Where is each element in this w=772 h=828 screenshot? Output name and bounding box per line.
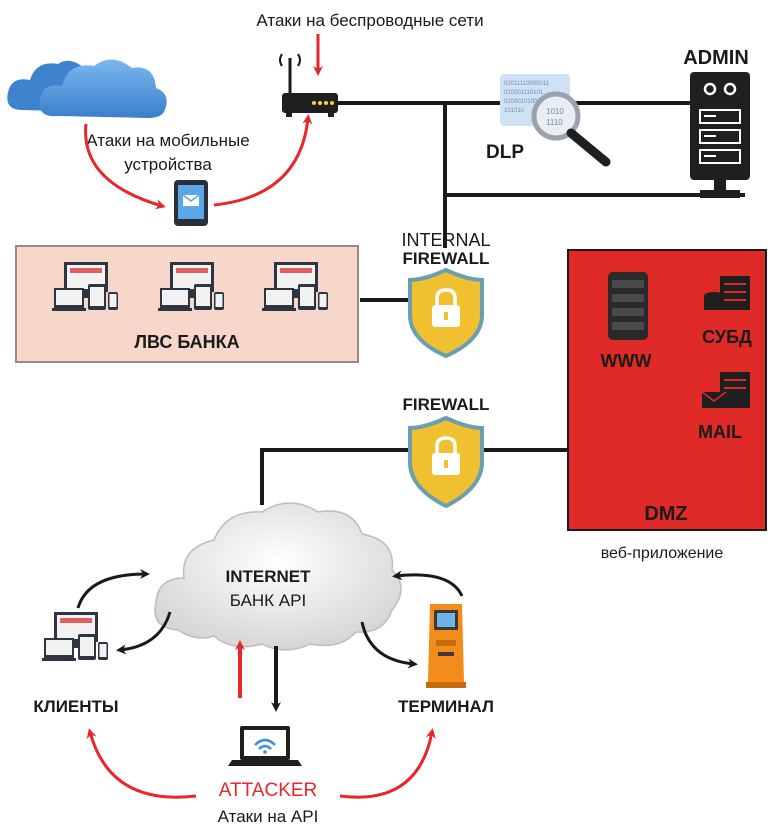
internet-label-line2: БАНК API — [230, 591, 306, 610]
devices-icon — [262, 262, 328, 311]
dbms-label: СУБД — [702, 327, 752, 347]
www-server-icon — [608, 272, 648, 340]
dlp-bits-3: 01000101000 — [504, 99, 541, 105]
api-attack-arrow-right — [339, 728, 436, 799]
api-attacks-label: Атаки на API — [218, 807, 319, 826]
tablet-icon — [174, 180, 208, 226]
arrow-clients-to-cloud — [76, 569, 150, 609]
wireless-attacks-label: Атаки на беспроводные сети — [256, 11, 483, 30]
mobile-attack-arrow-left — [84, 123, 166, 210]
bank-lan-label: ЛВС БАНКА — [134, 332, 239, 352]
web-app-label: веб-приложение — [601, 545, 724, 562]
mobile-attacks-label-line1: Атаки на мобильные — [86, 131, 249, 150]
internal-firewall-label-line1: INTERNAL — [401, 230, 490, 250]
devices-icon — [158, 262, 224, 311]
www-label: WWW — [601, 351, 652, 371]
arrow-terminal-to-cloud — [392, 570, 464, 597]
server-icon — [690, 72, 750, 198]
internet-label-line1: INTERNET — [226, 567, 312, 586]
admin-label: ADMIN — [683, 47, 749, 69]
dmz-label: DMZ — [644, 503, 687, 525]
arrow-cloud-to-clients — [116, 611, 172, 655]
firewall-shield — [408, 415, 484, 509]
internet-cloud — [154, 502, 402, 651]
attacker-label: ATTACKER — [219, 780, 318, 801]
dbms-server-icon — [704, 276, 750, 310]
arrow-cloud-to-terminal — [360, 621, 418, 669]
terminal-label: ТЕРМИНАЛ — [398, 697, 494, 716]
padlock-icon — [432, 436, 460, 475]
mobile-attack-arrow-right — [213, 114, 313, 207]
cloud-icon — [7, 59, 167, 118]
clients-label: КЛИЕНТЫ — [33, 697, 118, 716]
firewall-label: FIREWALL — [403, 395, 490, 414]
dlp-label: DLP — [486, 142, 524, 163]
devices-icon — [42, 612, 108, 661]
mail-label: MAIL — [698, 422, 742, 442]
dlp-bits-5: 1010 — [546, 107, 564, 116]
internal-firewall-label-line2: FIREWALL — [403, 249, 490, 268]
padlock-icon — [432, 288, 460, 327]
devices-icon — [52, 262, 118, 311]
dlp-bits-4: 101010 — [504, 108, 525, 114]
kiosk-icon — [426, 604, 466, 688]
api-attack-arrow-left — [86, 728, 197, 799]
router-icon — [279, 53, 338, 117]
dlp-bits-6: 1110 — [546, 118, 563, 127]
dlp-bits-2: 010001110101 — [504, 90, 544, 96]
dlp-bits-1: 01011110000011 — [504, 81, 550, 87]
mobile-attacks-label-line2: устройства — [124, 155, 212, 174]
internal-firewall-shield — [408, 267, 484, 359]
laptop-wifi-icon — [228, 726, 302, 766]
magnifier-icon: 1010 1110 — [531, 91, 611, 167]
mail-server-icon — [701, 372, 750, 408]
